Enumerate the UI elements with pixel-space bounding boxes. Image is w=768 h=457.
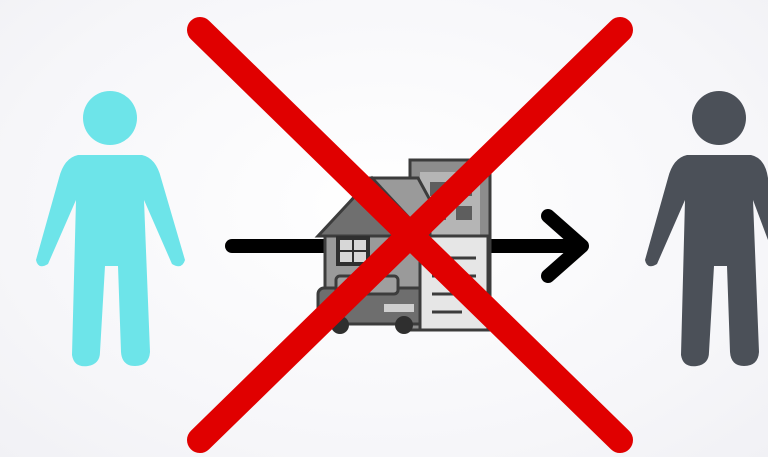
- source-person-icon: [36, 91, 185, 366]
- target-person-icon: [645, 91, 768, 366]
- cross-icon: [200, 30, 620, 440]
